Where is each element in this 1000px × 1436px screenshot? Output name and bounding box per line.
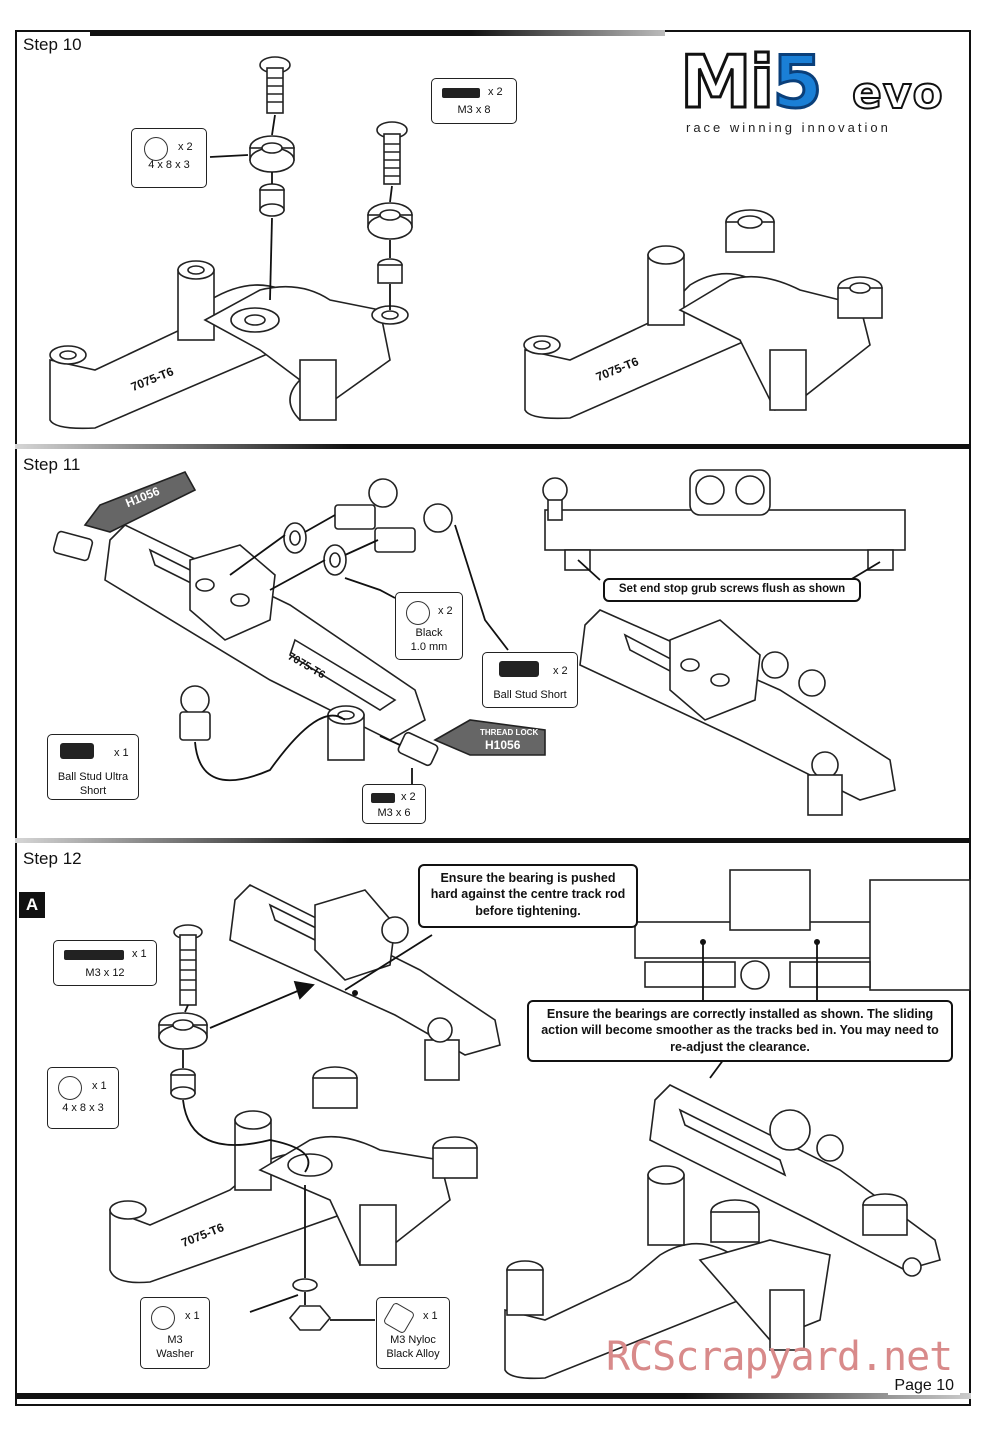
logo-evo: evo <box>851 67 944 120</box>
step12-washer-card: x 1 M3 Washer <box>140 1297 210 1369</box>
grub-screw-icon <box>371 793 395 803</box>
step12-final-assembly <box>504 1084 941 1380</box>
step10-washer-size: 4 x 8 x 3 <box>148 159 190 171</box>
step12-nut-qty: x 1 <box>423 1310 438 1322</box>
step10-spacer-right <box>377 258 403 284</box>
page-footer-bar <box>15 1393 971 1399</box>
step12-screw-qty: x 1 <box>132 948 147 960</box>
bearing-icon <box>58 1076 82 1100</box>
step10-spacer <box>259 183 285 217</box>
step11-grub-screw-right <box>397 731 439 767</box>
shim-icon <box>406 601 430 625</box>
nut-icon <box>382 1301 416 1335</box>
screw-icon <box>64 950 124 960</box>
step11-shims <box>283 522 347 576</box>
step11-grub-card: x 2 M3 x 6 <box>362 784 426 824</box>
step11-grub-screw-left <box>52 530 94 562</box>
step10-washer-qty: x 2 <box>178 141 193 153</box>
step11-ballstud-short-qty: x 2 <box>553 665 568 677</box>
step11-ballstud-short-name: Ball Stud Short <box>493 689 567 701</box>
step12-note-bearings: Ensure the bearings are correctly instal… <box>527 1000 953 1062</box>
step12-nyloc-nut <box>288 1305 332 1331</box>
step10-screw-qty: x 2 <box>488 86 503 98</box>
step-12-title: Step 12 <box>17 846 90 872</box>
step-11-title: Step 11 <box>17 452 89 478</box>
step-10-header-bar <box>15 30 665 36</box>
step11-steering-arm <box>104 524 426 761</box>
ball-stud-ultra-icon <box>60 743 94 759</box>
step11-ball-studs <box>334 478 453 553</box>
step11-assembled-arm <box>579 609 896 816</box>
step10-screw-size: M3 x 8 <box>457 104 491 116</box>
step10-bearing-top <box>249 135 295 173</box>
step10-steering-arm-exploded <box>49 260 409 430</box>
page-number: Page 10 <box>888 1377 960 1395</box>
logo-mi: Mi <box>678 39 775 126</box>
step10-screw-top <box>259 56 291 114</box>
step11-shim-size: 1.0 mm <box>410 640 448 653</box>
step12-washer <box>292 1278 318 1292</box>
step12-bearing-card: x 1 4 x 8 x 3 <box>47 1067 119 1129</box>
step11-threadlock-tube-b <box>433 719 546 756</box>
screw-icon <box>442 88 480 98</box>
step12-note-centre: Ensure the bearing is pushed hard agains… <box>418 864 638 928</box>
step12-washer-name: M3 Washer <box>156 1334 194 1360</box>
step12-arm-top <box>229 884 501 1081</box>
logo-tagline: race winning innovation <box>686 120 891 135</box>
step12-washer-qty: x 1 <box>185 1310 200 1322</box>
step11-ballstud-ultra-qty: x 1 <box>114 747 129 759</box>
step12-bearing-size: 4 x 8 x 3 <box>62 1102 104 1114</box>
section-divider-2 <box>15 838 971 843</box>
ball-stud-icon <box>499 661 539 677</box>
step11-endstop-note: Set end stop grub screws flush as shown <box>603 578 861 602</box>
step12-bearing <box>158 1012 208 1050</box>
step11-shim-name: Black <box>415 627 443 639</box>
step11-ballstud-ultra-card: x 1 Ball Stud Ultra Short <box>47 734 139 800</box>
step11-grub-size: M3 x 6 <box>377 807 411 819</box>
step12-nut-name: M3 Nyloc Black Alloy <box>386 1334 440 1360</box>
step12-nut-card: x 1 M3 Nyloc Black Alloy <box>376 1297 450 1369</box>
step11-grub-qty: x 2 <box>401 791 416 803</box>
step12-screw-size: M3 x 12 <box>85 967 125 979</box>
step11-shim-qty: x 2 <box>438 605 453 617</box>
logo-five: 5 <box>771 39 824 126</box>
step-12-section: Step 12 <box>15 840 971 1406</box>
threadlock-b-brand: THREAD LOCK <box>480 728 539 737</box>
step-11-section: Step 11 <box>15 448 971 840</box>
washer-icon <box>151 1306 175 1330</box>
washer-icon <box>144 137 168 161</box>
step11-ballstud-short-card: x 2 Ball Stud Short <box>482 652 578 708</box>
step11-ballstud-ultra-name: Ball Stud Ultra Short <box>57 771 129 797</box>
step10-washer-card: x 2 4 x 8 x 3 <box>131 128 207 188</box>
step11-track-rod-view <box>542 469 906 571</box>
watermark: RCScrapyard.net <box>606 1334 953 1380</box>
step10-assembled-arm <box>523 209 883 420</box>
step12-spacer <box>170 1068 196 1100</box>
step-12-sub-a: A <box>19 892 45 918</box>
step-10-title: Step 10 <box>17 32 90 58</box>
step10-screw-right <box>376 121 408 185</box>
section-divider-1 <box>15 444 971 449</box>
step10-bearing-right <box>367 202 413 240</box>
step-10-section: Step 10 <box>15 30 971 448</box>
mi5-evo-logo: Mi5 evo race winning innovation <box>678 39 970 140</box>
step10-screw-card: x 2 M3 x 8 <box>431 78 517 124</box>
step12-bearing-qty: x 1 <box>92 1080 107 1092</box>
step12-closeup-view <box>634 869 971 991</box>
step11-shim-card: x 2 Black 1.0 mm <box>395 592 463 660</box>
step12-screw <box>173 924 203 1006</box>
threadlock-b-code: H1056 <box>485 738 521 752</box>
step11-threadlock-tube-a <box>83 471 197 533</box>
step12-screw-card: x 1 M3 x 12 <box>53 940 157 986</box>
step11-ball-stud-ultra <box>179 685 211 741</box>
